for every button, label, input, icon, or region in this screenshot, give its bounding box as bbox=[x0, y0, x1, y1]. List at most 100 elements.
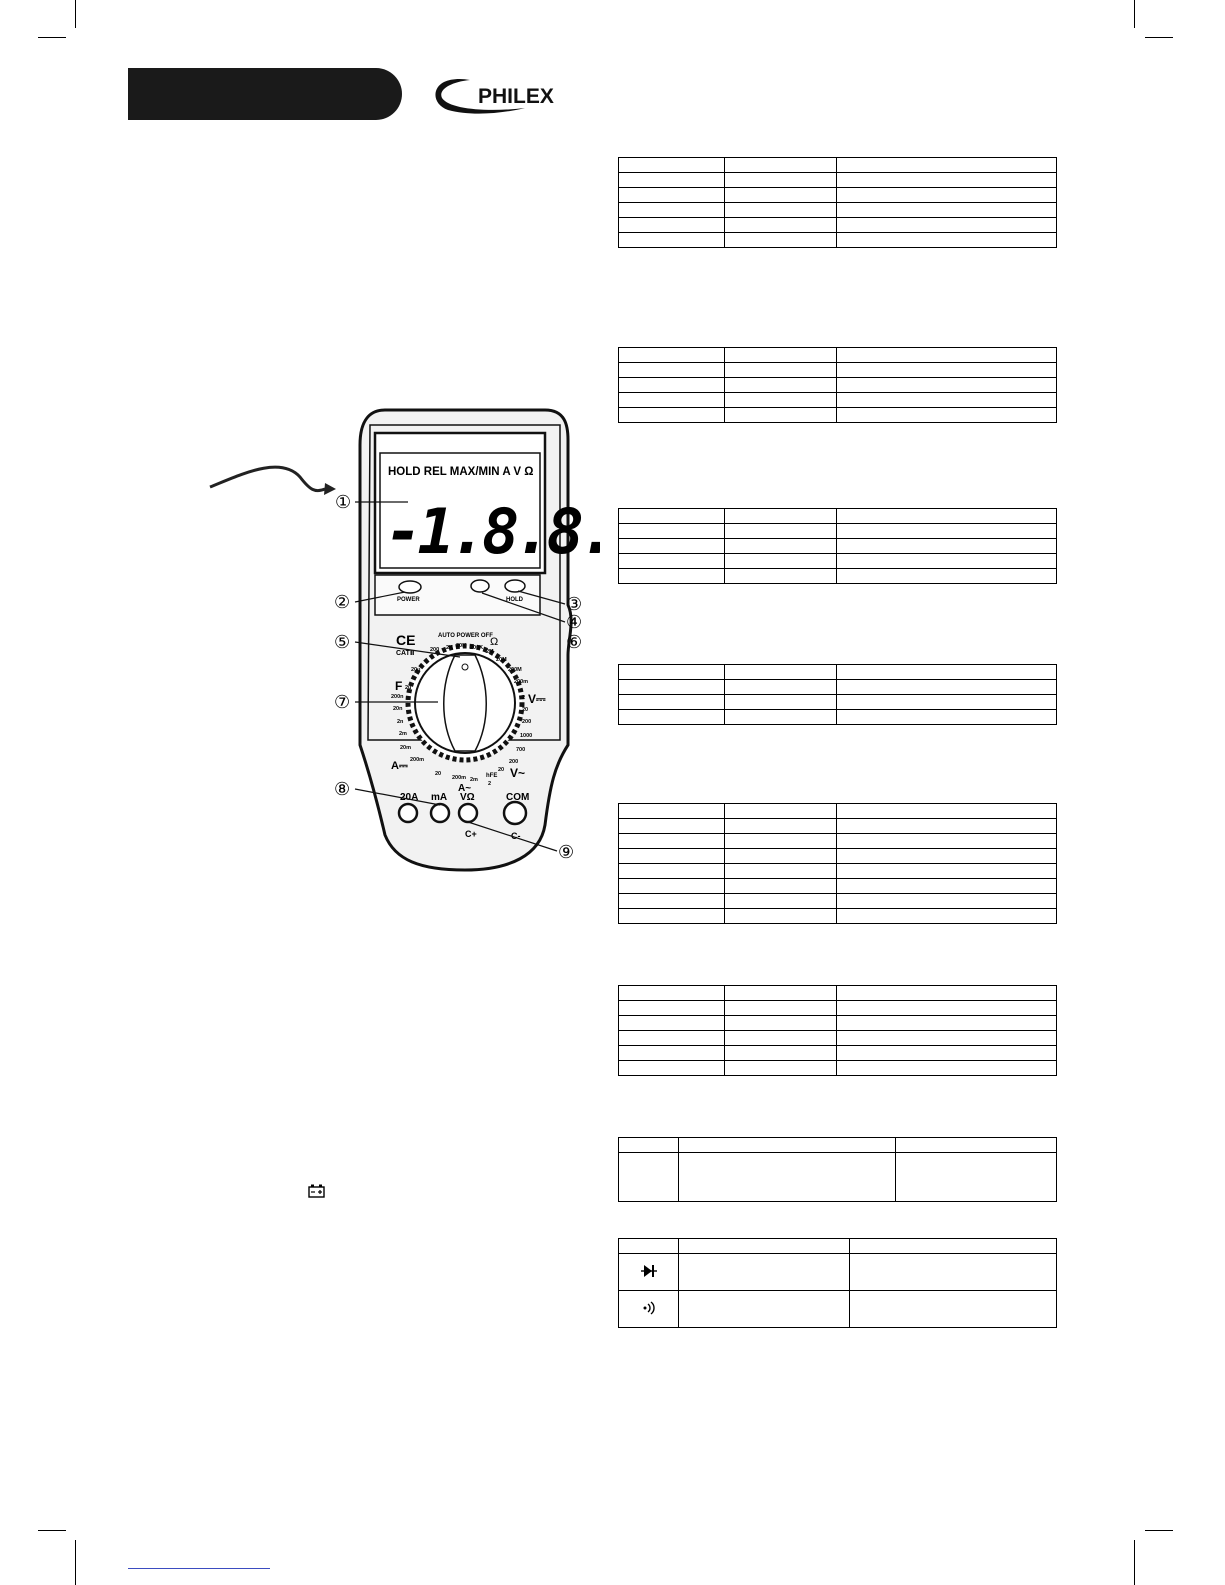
dial-knob bbox=[443, 654, 487, 752]
table-row bbox=[618, 908, 1057, 924]
table-row bbox=[618, 172, 1057, 188]
table-row bbox=[618, 985, 1057, 1001]
table-row bbox=[618, 1152, 1057, 1202]
range-table-4 bbox=[618, 664, 1057, 725]
table-row bbox=[618, 1290, 1057, 1328]
table-row bbox=[618, 407, 1057, 423]
range-table-5 bbox=[618, 803, 1057, 924]
range-label: 200m bbox=[514, 679, 528, 685]
callout-1: ① bbox=[335, 492, 351, 513]
table-row bbox=[618, 1000, 1057, 1016]
amp-dc-label: A⎓ bbox=[391, 760, 408, 772]
range-label: 700 bbox=[516, 747, 525, 753]
table-row bbox=[618, 157, 1057, 173]
range-label: 200m bbox=[452, 775, 466, 781]
table-row bbox=[618, 664, 1057, 680]
hold-button-label: HOLD bbox=[506, 597, 524, 603]
cat-label: CATⅡ bbox=[396, 650, 414, 657]
hfe-label: hFE bbox=[486, 773, 497, 779]
table-row bbox=[618, 863, 1057, 879]
table-row bbox=[618, 523, 1057, 539]
battery-icon bbox=[308, 1184, 325, 1198]
power-button-label: POWER bbox=[397, 597, 420, 603]
range-table-1 bbox=[618, 157, 1057, 248]
range-label: 20n bbox=[393, 706, 403, 712]
table-row bbox=[618, 568, 1057, 584]
table-row bbox=[618, 694, 1057, 710]
range-label: 200 bbox=[430, 647, 439, 653]
table-row bbox=[618, 679, 1057, 695]
range-label: 20u bbox=[411, 667, 420, 673]
farad-label: F bbox=[395, 679, 402, 693]
jack-ma-label: mA bbox=[431, 792, 447, 803]
range-label: 1000 bbox=[520, 733, 532, 739]
jack-vohm-label: VΩ bbox=[460, 792, 475, 803]
table-row bbox=[618, 848, 1057, 864]
dial-range-labels: 200 2K 20K 200K 2M 20M 200M 200m 2 20 20… bbox=[391, 643, 532, 787]
multimeter-diagram: HOLD REL MAX/MIN A V Ω -1.8.8.8 POWER HO… bbox=[209, 408, 600, 872]
table-row bbox=[618, 893, 1057, 909]
crop-mark bbox=[1145, 37, 1173, 38]
table-row bbox=[618, 538, 1057, 554]
power-button bbox=[398, 580, 422, 594]
crop-mark bbox=[1134, 0, 1135, 28]
range-label: 20 bbox=[522, 707, 528, 713]
ce-mark: CE bbox=[396, 632, 415, 648]
arrow-head bbox=[324, 483, 336, 495]
table-row bbox=[618, 803, 1057, 819]
jack-vohm bbox=[457, 802, 479, 824]
crop-mark bbox=[75, 1540, 76, 1585]
callout-5: ⑤ bbox=[334, 632, 350, 653]
diode-icon bbox=[640, 1264, 657, 1277]
table-row bbox=[618, 709, 1057, 725]
cminus-label: C- bbox=[511, 831, 521, 841]
auto-power-off-label: AUTO POWER OFF bbox=[438, 633, 493, 639]
crop-mark bbox=[38, 1530, 66, 1531]
jack-com bbox=[502, 800, 528, 826]
header-bar bbox=[128, 68, 402, 120]
table-row bbox=[618, 202, 1057, 218]
range-label: 200n bbox=[391, 694, 404, 700]
crop-mark bbox=[1134, 1540, 1135, 1585]
philex-logo: PHILEX bbox=[435, 78, 554, 114]
range-label: 200K bbox=[470, 645, 483, 651]
table-row bbox=[618, 187, 1057, 203]
range-label: 2m bbox=[470, 777, 478, 783]
table-row bbox=[618, 878, 1057, 894]
range-label: 2 bbox=[488, 781, 491, 787]
jack-com-label: COM bbox=[506, 792, 529, 803]
jack-ma bbox=[429, 802, 451, 824]
crop-mark bbox=[38, 37, 66, 38]
range-label: 20K bbox=[456, 643, 466, 649]
range-table-6 bbox=[618, 985, 1057, 1076]
jack-20a-label: 20A bbox=[400, 792, 418, 803]
ohm-label: Ω bbox=[490, 636, 498, 648]
range-table-2 bbox=[618, 347, 1057, 423]
table-row bbox=[618, 232, 1057, 248]
lcd-screen bbox=[379, 452, 541, 569]
range-label: 200M bbox=[508, 667, 522, 673]
table-row bbox=[618, 1045, 1057, 1061]
lcd-indicators: HOLD REL MAX/MIN A V Ω bbox=[388, 466, 534, 478]
backlight-button bbox=[470, 579, 490, 593]
symbol-table bbox=[618, 1238, 1057, 1328]
crop-mark bbox=[1145, 1530, 1173, 1531]
table-row bbox=[618, 1060, 1057, 1076]
range-label: 2M bbox=[486, 649, 494, 655]
crop-mark bbox=[75, 0, 76, 28]
callout-4: ④ bbox=[566, 612, 582, 633]
table-row bbox=[618, 1137, 1057, 1153]
table-row bbox=[618, 377, 1057, 393]
table-row bbox=[618, 1253, 1057, 1291]
volt-ac-label: V~ bbox=[510, 766, 525, 780]
range-label: 2 bbox=[522, 695, 525, 701]
range-label: 20M bbox=[496, 657, 507, 663]
continuity-icon bbox=[643, 1300, 655, 1315]
pointer-curve bbox=[209, 465, 326, 493]
hold-button bbox=[504, 579, 526, 593]
range-table-3 bbox=[618, 508, 1057, 584]
range-label: 200 bbox=[522, 719, 531, 725]
table-row bbox=[618, 1015, 1057, 1031]
table-row bbox=[618, 818, 1057, 834]
range-label: 2u bbox=[405, 685, 411, 691]
